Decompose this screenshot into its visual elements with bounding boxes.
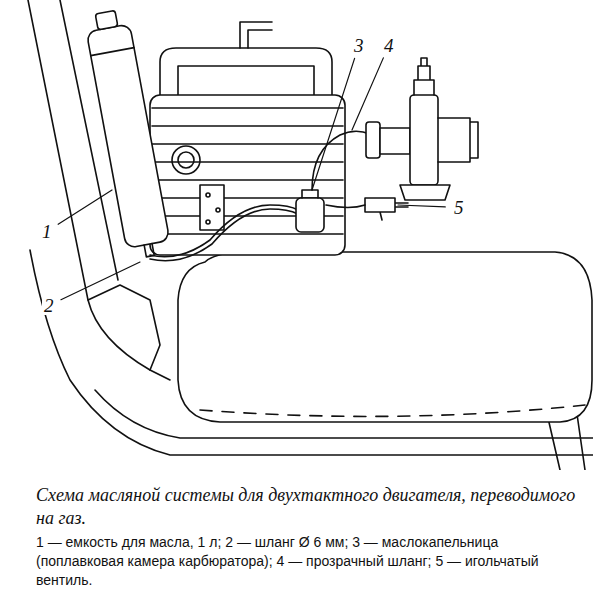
tank-seam bbox=[200, 405, 585, 416]
fin-line bbox=[152, 233, 343, 235]
oil-container bbox=[83, 8, 171, 260]
callout-number: 4 bbox=[382, 36, 396, 55]
fin-line bbox=[152, 179, 343, 181]
leader-line bbox=[398, 205, 445, 207]
float-bowl bbox=[400, 185, 450, 200]
bolt bbox=[206, 193, 210, 197]
callout-number: 2 bbox=[42, 296, 56, 315]
fin-line bbox=[152, 125, 343, 127]
oil-hose bbox=[150, 209, 298, 261]
spark-plug-wire bbox=[240, 22, 272, 48]
fin-line bbox=[152, 161, 343, 163]
callout-number: 3 bbox=[352, 36, 366, 55]
fin-line bbox=[152, 107, 343, 109]
transparent-hose bbox=[326, 205, 365, 208]
drip-chamber bbox=[296, 198, 324, 232]
illustration bbox=[0, 0, 593, 470]
exhaust-port bbox=[178, 152, 194, 168]
bolt bbox=[206, 220, 210, 224]
frame-bracket bbox=[88, 285, 160, 370]
engine-head bbox=[160, 48, 332, 95]
fuel-tank bbox=[178, 252, 592, 422]
carburetor-body bbox=[410, 95, 438, 185]
frame-tube bbox=[28, 0, 170, 380]
callout-number: 5 bbox=[452, 198, 466, 217]
frame-tube bbox=[30, 250, 593, 455]
figure-caption: Схема масляной системы для двухтактного … bbox=[36, 484, 576, 529]
mounting-plate bbox=[200, 185, 224, 230]
needle-valve bbox=[365, 198, 408, 220]
exhaust-port bbox=[172, 146, 200, 174]
bolt bbox=[216, 208, 220, 212]
carburetor-body bbox=[380, 128, 410, 154]
leader-line bbox=[61, 262, 140, 300]
fin-line bbox=[152, 143, 343, 145]
drip-chamber bbox=[302, 190, 318, 198]
leader-line bbox=[352, 58, 383, 130]
air-intake bbox=[438, 118, 478, 162]
engine-cylinder bbox=[150, 95, 345, 255]
leader-line bbox=[312, 58, 355, 190]
callout-number: 1 bbox=[40, 222, 54, 241]
carburetor-flange bbox=[366, 122, 380, 158]
transparent-hose bbox=[312, 131, 370, 190]
leader-line bbox=[58, 190, 112, 224]
carburetor-top bbox=[414, 58, 434, 95]
parts-list: 1 — емкость для масла, 1 л; 2 — шланг Ø … bbox=[36, 533, 581, 590]
